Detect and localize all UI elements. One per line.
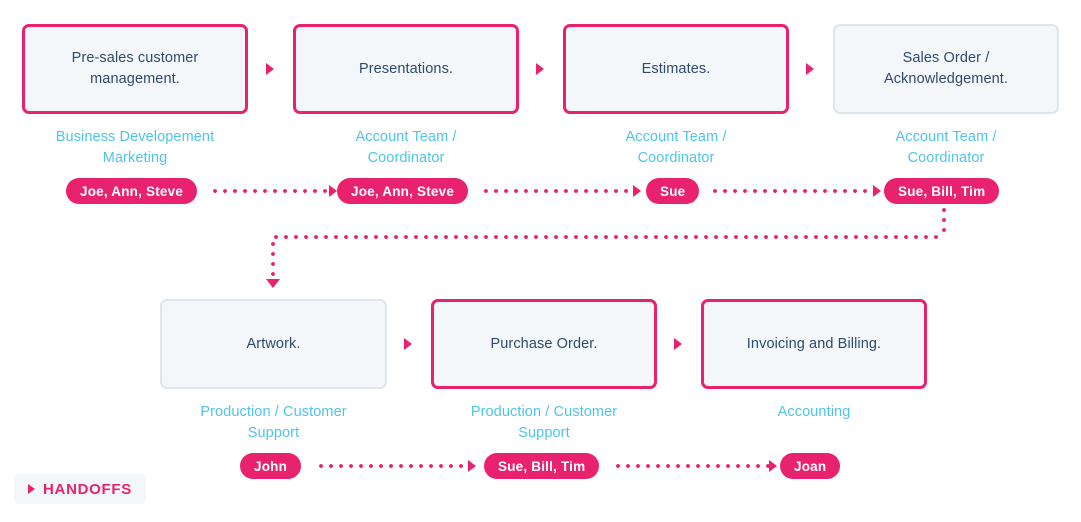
process-node-label: Estimates. [641,60,711,77]
sequence-arrow-icon [266,63,274,75]
handoff-arrow-icon [329,185,337,197]
people-pill[interactable]: Joe, Ann, Steve [66,178,198,204]
role-caption: Production / Customer Support [470,404,618,441]
people-pill[interactable]: Sue, Bill, Tim [884,178,1000,204]
people-pill[interactable]: Sue [646,178,700,204]
handoff-arrow-icon [468,460,476,472]
process-node-artwork[interactable]: Artwork. [160,299,387,389]
handoff-connector [316,464,471,468]
row-wrap-arrow-icon [266,279,280,288]
triangle-right-icon [28,484,35,494]
process-node-presentations[interactable]: Presentations. [293,24,519,114]
role-caption: Accounting [777,404,851,420]
process-node-purchase-order[interactable]: Purchase Order. [431,299,657,389]
handoff-connector [710,189,876,193]
process-node-label: Invoicing and Billing. [746,335,882,352]
row-wrap-connector-horizontal [271,235,944,239]
sequence-arrow-icon [806,63,814,75]
handoffs-legend-label: HANDOFFS [43,480,132,498]
role-caption: Account Team / Coordinator [625,129,727,166]
handoff-connector [481,189,636,193]
role-caption: Account Team / Coordinator [895,129,997,166]
process-node-label: Purchase Order. [490,335,598,352]
process-node-pre-sales[interactable]: Pre-sales customer management. [22,24,248,114]
process-node-invoicing-billing[interactable]: Invoicing and Billing. [701,299,927,389]
process-node-label: Artwork. [246,335,301,352]
people-pill[interactable]: Joan [780,453,841,479]
sequence-arrow-icon [674,338,682,350]
sequence-arrow-icon [536,63,544,75]
handoff-connector [613,464,772,468]
row-wrap-connector-down-right [942,205,946,237]
role-caption: Account Team / Coordinator [355,129,457,166]
handoff-arrow-icon [873,185,881,197]
people-pill[interactable]: Joe, Ann, Steve [337,178,469,204]
people-pill[interactable]: John [240,453,302,479]
row-wrap-connector-down-left [271,239,275,281]
process-node-estimates[interactable]: Estimates. [563,24,789,114]
handoff-arrow-icon [769,460,777,472]
role-caption: Production / Customer Support [200,404,347,441]
handoffs-legend[interactable]: HANDOFFS [14,474,146,504]
handoff-connector [210,189,332,193]
sequence-arrow-icon [404,338,412,350]
process-node-label: Presentations. [358,60,454,77]
people-pill[interactable]: Sue, Bill, Tim [484,453,600,479]
role-caption: Business Developement Marketing [55,129,215,166]
process-node-label: Pre-sales customer management. [71,50,199,87]
process-node-sales-order[interactable]: Sales Order / Acknowledgement. [833,24,1059,114]
process-node-label: Sales Order / Acknowledgement. [883,50,1009,87]
handoff-arrow-icon [633,185,641,197]
